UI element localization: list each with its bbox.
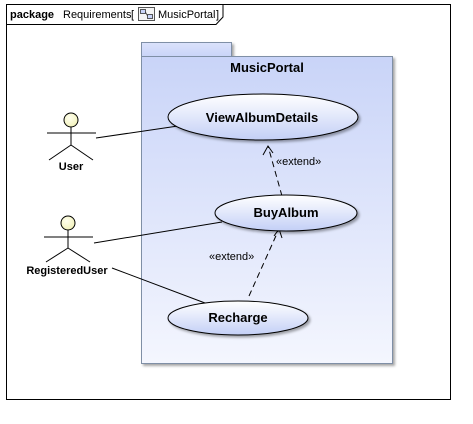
use-case-label: ViewAlbumDetails bbox=[206, 110, 318, 125]
extend-buyalbum-viewalbumdetails[interactable] bbox=[262, 145, 283, 197]
actor-user[interactable] bbox=[47, 112, 96, 161]
extend-label-upper: «extend» bbox=[276, 156, 321, 168]
frame-keyword: package bbox=[10, 9, 54, 21]
frame-open-bracket: [ bbox=[131, 9, 134, 21]
extend-label-lower: «extend» bbox=[209, 251, 254, 263]
use-case-view-album-details[interactable]: ViewAlbumDetails bbox=[167, 93, 359, 141]
package-diagram-icon bbox=[138, 7, 155, 21]
use-case-label: Recharge bbox=[208, 310, 267, 325]
frame-name: Requirements bbox=[63, 9, 132, 21]
use-case-recharge[interactable]: Recharge bbox=[167, 300, 309, 336]
package-title: MusicPortal bbox=[230, 60, 304, 75]
actor-head bbox=[63, 112, 79, 128]
actor-registered-user[interactable] bbox=[44, 215, 93, 263]
actor-user-label: User bbox=[59, 161, 84, 173]
actor-head bbox=[60, 215, 76, 231]
frame-close-bracket: ] bbox=[216, 9, 219, 21]
frame-diagram-name: MusicPortal bbox=[158, 9, 215, 21]
frame-header-tab bbox=[6, 4, 224, 25]
association-user-viewalbumdetails[interactable] bbox=[95, 125, 179, 139]
actor-registered-user-label: RegisteredUser bbox=[26, 265, 108, 277]
use-case-label: BuyAlbum bbox=[254, 205, 319, 220]
package-tab bbox=[141, 42, 232, 57]
association-registereduser-buyalbum[interactable] bbox=[93, 221, 223, 244]
use-case-buy-album[interactable]: BuyAlbum bbox=[214, 194, 358, 232]
association-registereduser-recharge[interactable] bbox=[111, 267, 206, 304]
